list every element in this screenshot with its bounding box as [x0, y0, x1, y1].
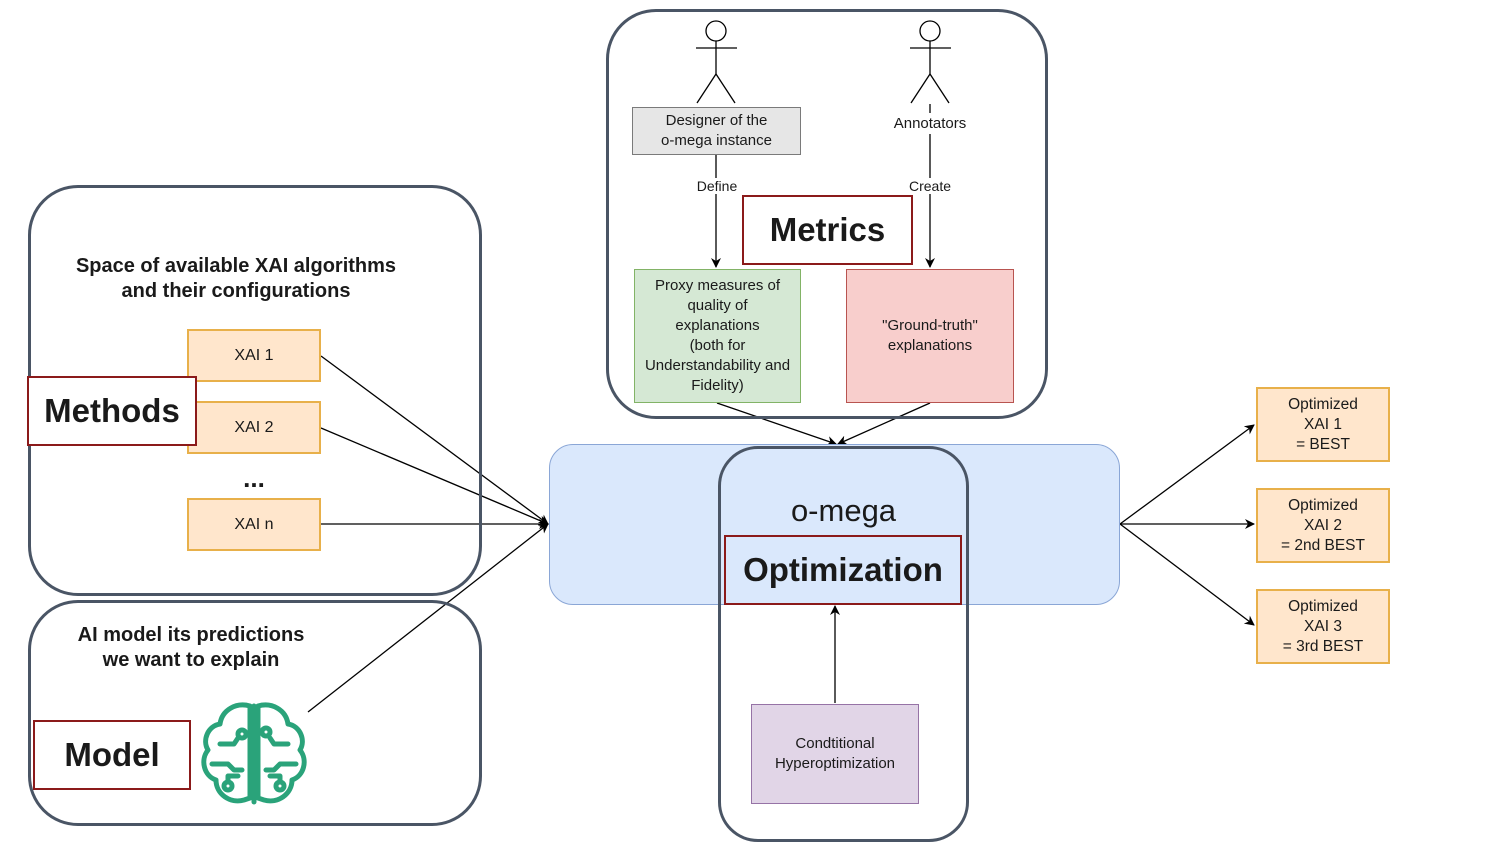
edge-model-omega — [307, 523, 549, 713]
edge-groundtruth-omega — [837, 402, 931, 445]
annotators-label: Annotators — [870, 115, 990, 132]
define-edge-label: Define — [688, 178, 746, 194]
create-edge-label: Create — [900, 178, 960, 194]
model-group — [28, 600, 482, 826]
model-tag: Model — [33, 720, 191, 790]
designer-box: Designer of the o-mega instance — [632, 107, 801, 155]
xai-item-1: XAI 1 — [187, 329, 321, 382]
edge-xai2-omega — [320, 427, 549, 526]
output-item-1: Optimized XAI 1 = BEST — [1256, 387, 1390, 462]
output-item-3: Optimized XAI 3 = 3rd BEST — [1256, 589, 1390, 664]
metrics-tag: Metrics — [742, 195, 913, 265]
designer-actor-icon — [696, 20, 737, 104]
edge-xai1-omega — [320, 355, 549, 525]
edge-omega-output1 — [1119, 424, 1255, 525]
omega-title: o-mega — [790, 493, 897, 528]
edge-omega-output3 — [1119, 523, 1255, 626]
hyperoptimization-box: Condtitional Hyperoptimization — [751, 704, 919, 804]
metrics-group — [606, 9, 1048, 419]
ground-truth-box: "Ground-truth" explanations — [846, 269, 1014, 403]
optimization-group — [718, 446, 969, 842]
omega-box — [549, 444, 1120, 605]
edge-proxy-omega — [716, 402, 837, 446]
methods-tag: Methods — [27, 376, 197, 446]
xai-ellipsis: ... — [243, 463, 265, 493]
optimization-tag: Optimization — [724, 535, 962, 605]
model-heading: AI model its predictions we want to expl… — [77, 624, 305, 671]
proxy-measures-box: Proxy measures of quality of explanation… — [634, 269, 801, 403]
xai-item-2: XAI 2 — [187, 401, 321, 454]
methods-heading: Space of available XAI algorithms and th… — [75, 255, 397, 302]
brain-circuit-icon — [201, 702, 307, 805]
annotator-actor-icon — [910, 20, 951, 104]
output-item-2: Optimized XAI 2 = 2nd BEST — [1256, 488, 1390, 563]
xai-item-n: XAI n — [187, 498, 321, 551]
